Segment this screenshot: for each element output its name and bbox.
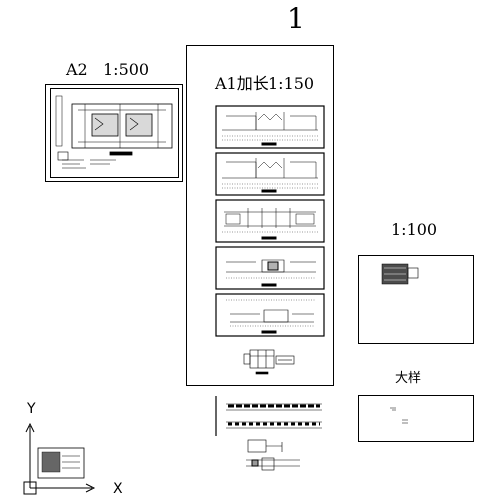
detail-content (390, 407, 408, 424)
a1-small-plan (243, 349, 295, 375)
a1-panel-3 (215, 199, 325, 243)
a2-scale: 1:500 (103, 60, 150, 79)
a2-plan-thumbnail (55, 95, 173, 169)
a2-sheet-border (50, 88, 179, 178)
scale-100-label: 1:100 (391, 220, 438, 239)
a2-label: A2 (66, 60, 88, 79)
a1-panel-5 (215, 293, 325, 337)
sheet-number: 1 (287, 2, 305, 35)
ucs-icon (23, 422, 96, 495)
detail-sheet-frame[interactable] (358, 395, 474, 442)
a1-panel-4 (215, 246, 325, 290)
a1-label: A1加长 (215, 74, 269, 93)
scale-100-content (381, 263, 419, 285)
ucs-x-label: X (113, 481, 123, 497)
scale-100-sheet-frame[interactable] (358, 255, 474, 344)
elevation-drawings (215, 396, 322, 471)
a2-sheet-frame[interactable] (45, 84, 183, 182)
ucs-y-label: Y (27, 401, 36, 417)
a1-panel-2 (215, 152, 325, 196)
detail-label: 大样 (395, 371, 422, 386)
a1-sheet-frame[interactable] (186, 45, 334, 386)
a1-panel-1 (215, 105, 325, 149)
a1-scale: 1:150 (268, 74, 315, 93)
corner-title-block (37, 447, 85, 479)
